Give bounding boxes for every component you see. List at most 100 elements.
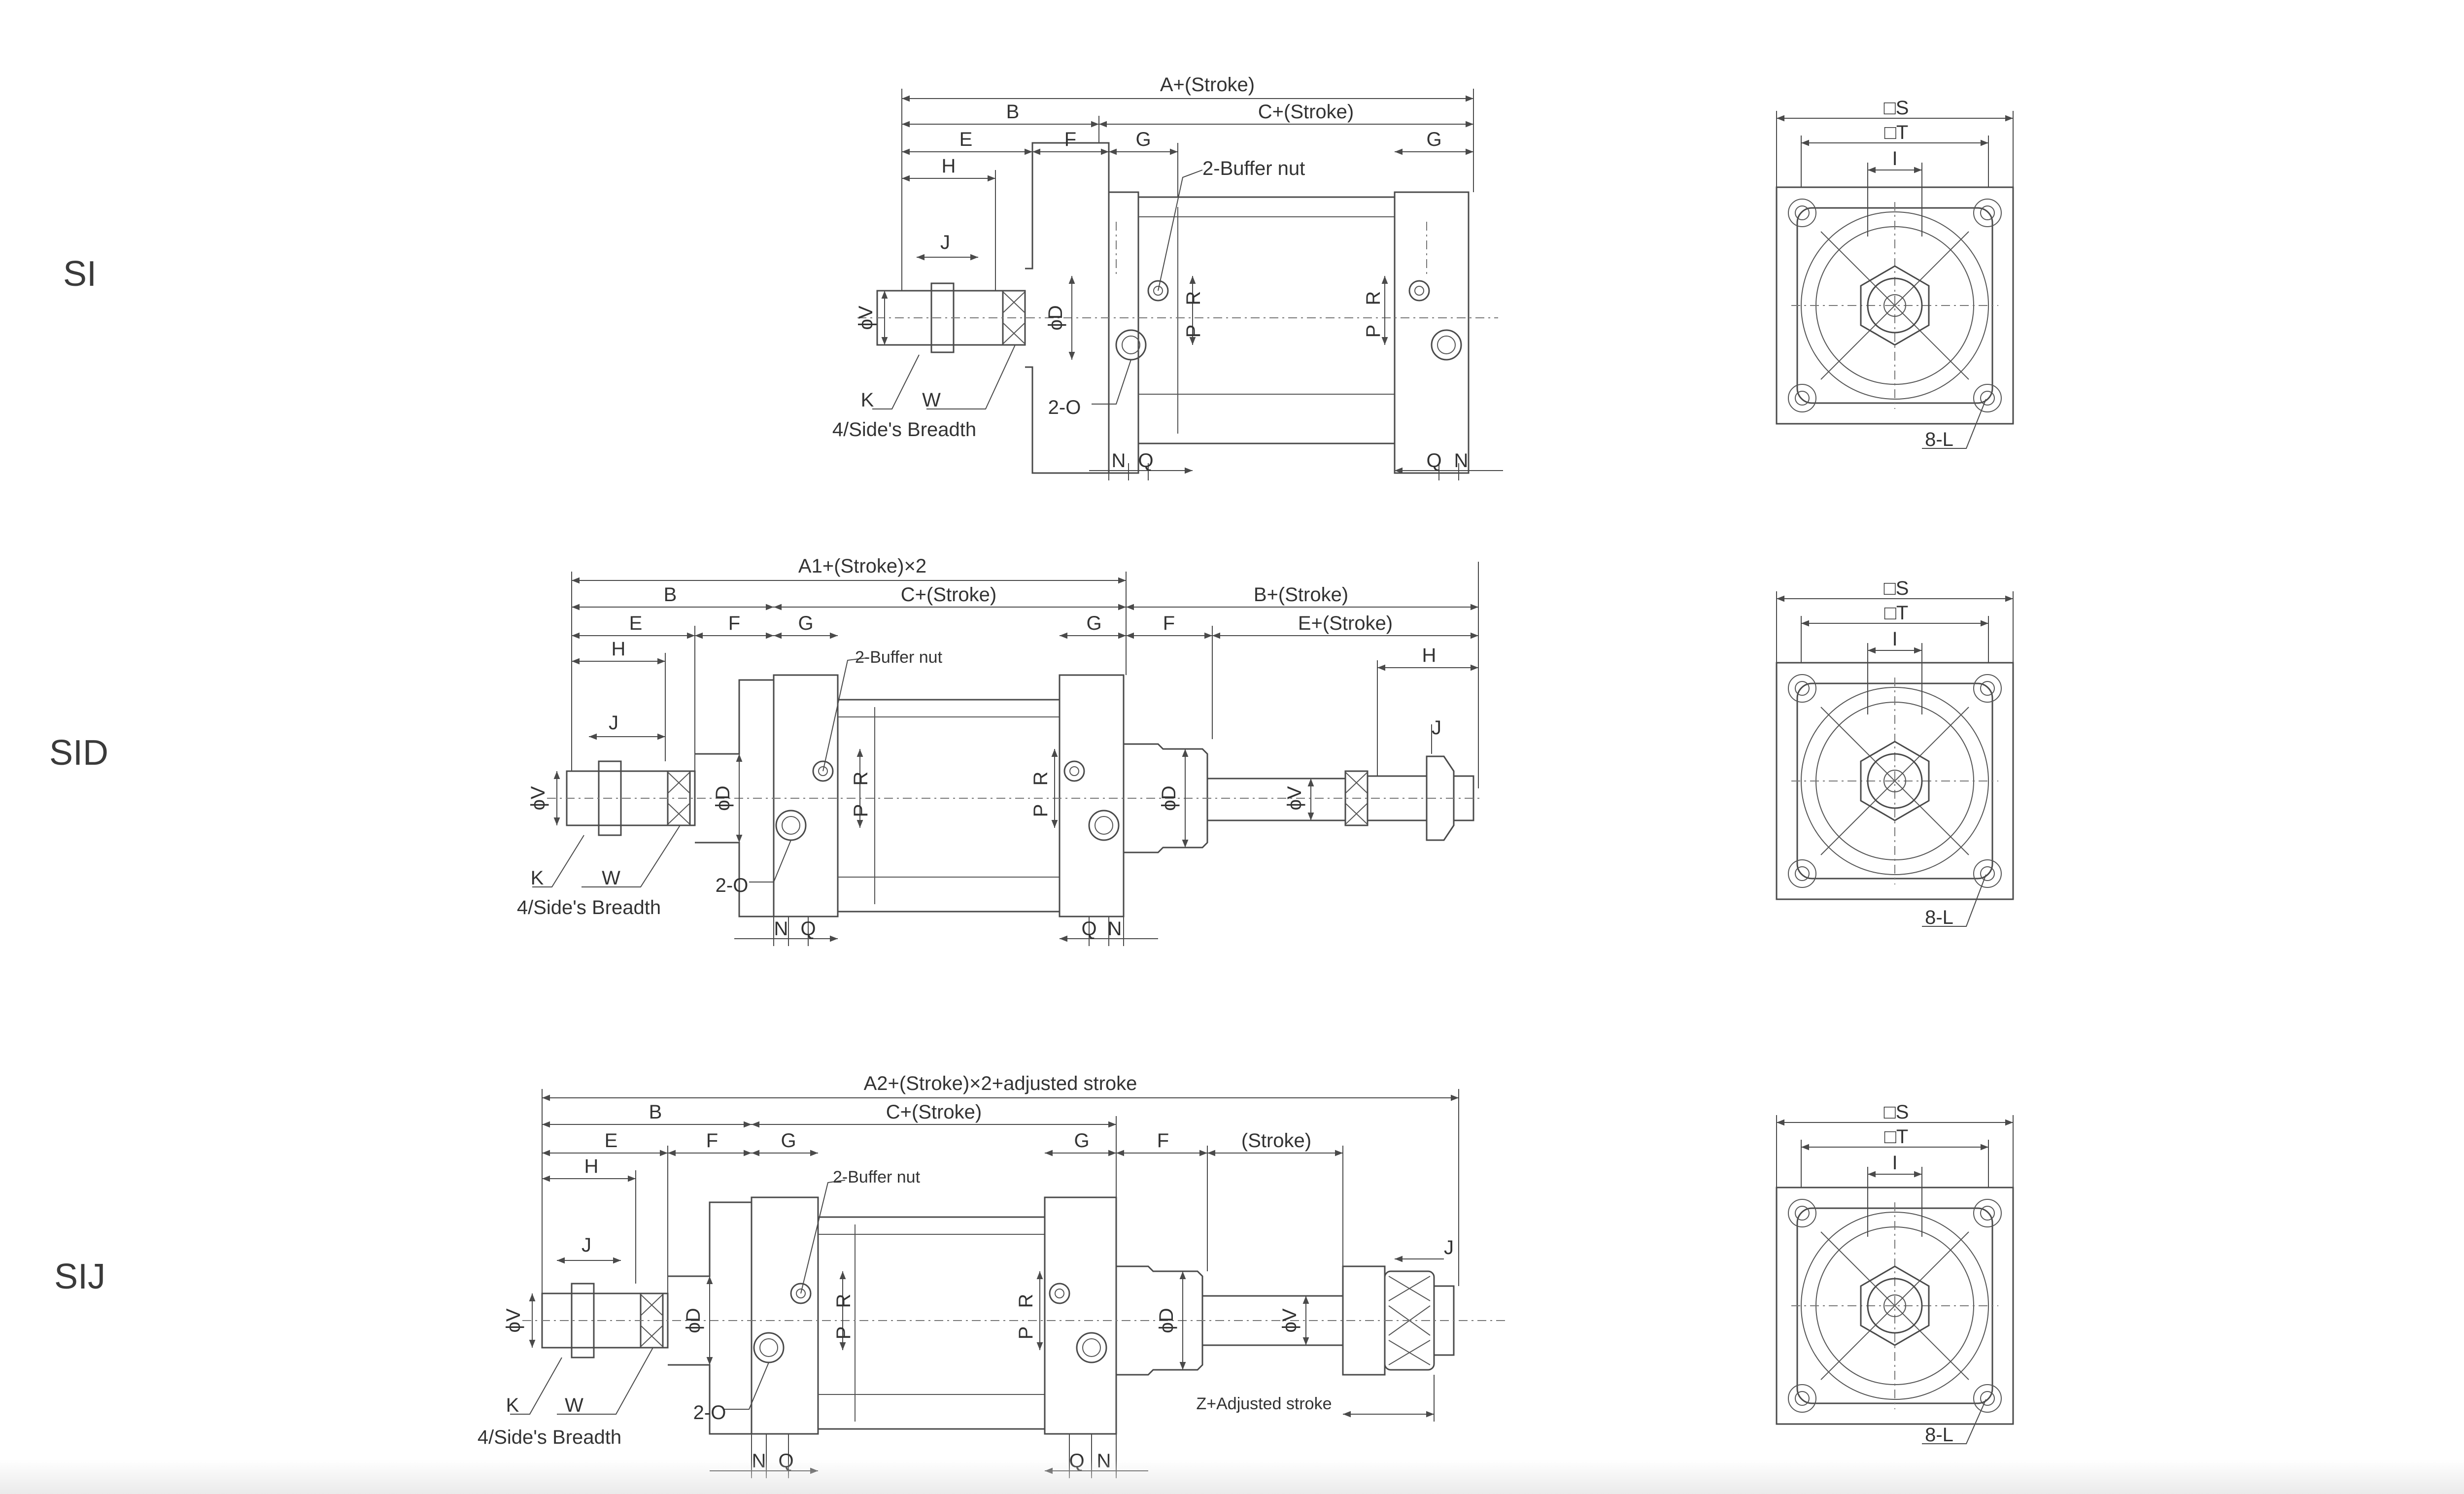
dim-stroke: (Stroke) bbox=[1241, 1130, 1311, 1152]
dim-f2: F bbox=[1157, 1130, 1169, 1152]
dim-k: K bbox=[506, 1394, 519, 1416]
dim-e: E bbox=[629, 612, 643, 634]
dim-a: A+(Stroke) bbox=[1160, 74, 1255, 96]
end-i-label: I bbox=[1892, 628, 1897, 650]
dim-j: J bbox=[609, 712, 618, 734]
port-label: 2-O bbox=[716, 875, 749, 896]
end-s-label: □S bbox=[1884, 97, 1909, 119]
dim-w: W bbox=[602, 867, 620, 889]
dim-z: Z+Adjusted stroke bbox=[1197, 1394, 1332, 1413]
dim-e: E bbox=[605, 1130, 618, 1152]
dim-j: J bbox=[582, 1234, 591, 1256]
dim-n1: N bbox=[1112, 450, 1126, 472]
dim-r2: R bbox=[1015, 1294, 1037, 1308]
dim-r2: R bbox=[1030, 772, 1052, 786]
dim-g2: G bbox=[1426, 129, 1441, 150]
port-label: 2-O bbox=[693, 1402, 726, 1424]
dim-k: K bbox=[861, 389, 874, 411]
dim-j2: J bbox=[1444, 1237, 1454, 1258]
dim-j: J bbox=[940, 232, 950, 253]
end-view-si bbox=[1776, 186, 2014, 425]
dim-q1: Q bbox=[1138, 450, 1153, 472]
dim-p2: P bbox=[1363, 325, 1384, 338]
dim-c: C+(Stroke) bbox=[1258, 101, 1354, 123]
dim-n2: N bbox=[1454, 450, 1469, 472]
end-l-label: 8-L bbox=[1925, 1424, 1953, 1446]
dim-g1: G bbox=[1135, 129, 1151, 150]
end-s-label: □S bbox=[1884, 1101, 1909, 1123]
dim-g2: G bbox=[1086, 612, 1101, 634]
dim-f: F bbox=[706, 1130, 718, 1152]
bottom-shade bbox=[0, 1460, 2464, 1494]
labels-si: A+(Stroke) B C+(Stroke) E F G G H 2-Buff… bbox=[832, 74, 1469, 472]
dim-v2: ϕV bbox=[1279, 1308, 1300, 1332]
dim-g2: G bbox=[1074, 1130, 1089, 1152]
dim-b: B bbox=[664, 584, 677, 606]
dim-w: W bbox=[565, 1394, 583, 1416]
side-view-si bbox=[857, 89, 1503, 480]
dim-c: C+(Stroke) bbox=[901, 584, 997, 606]
dim-p2: P bbox=[1030, 804, 1052, 817]
dim-f: F bbox=[1064, 129, 1076, 150]
dim-p1: P bbox=[1183, 325, 1204, 338]
dim-v: ϕV bbox=[527, 786, 549, 810]
buffer-nut-label: 2-Buffer nut bbox=[833, 1168, 921, 1187]
end-l-label: 8-L bbox=[1925, 907, 1953, 928]
dim-n1: N bbox=[774, 918, 788, 940]
labels-sid: A1+(Stroke)×2 B C+(Stroke) B+(Stroke) E … bbox=[517, 555, 1441, 940]
dim-a: A1+(Stroke)×2 bbox=[798, 555, 926, 577]
dim-c: C+(Stroke) bbox=[886, 1101, 982, 1123]
end-t-label: □T bbox=[1884, 122, 1909, 143]
row-label-sij: SIJ bbox=[54, 1257, 106, 1296]
dim-b2: B+(Stroke) bbox=[1254, 584, 1348, 606]
end-view-sij bbox=[1776, 1187, 2014, 1425]
port-label: 2-O bbox=[1048, 397, 1081, 418]
dim-r2: R bbox=[1363, 291, 1384, 306]
dim-v: ϕV bbox=[503, 1308, 524, 1332]
end-t-label: □T bbox=[1884, 602, 1909, 624]
side-view-sij bbox=[510, 1089, 1508, 1478]
dim-r1: R bbox=[833, 1294, 855, 1308]
end-view-sid bbox=[1776, 662, 2014, 900]
dim-e2: E+(Stroke) bbox=[1298, 612, 1393, 634]
side-view-sid bbox=[532, 562, 1483, 946]
breadth-label: 4/Side's Breadth bbox=[832, 419, 976, 441]
dim-q2: Q bbox=[1426, 450, 1441, 472]
row-label-si: SI bbox=[63, 254, 97, 294]
dim-p1: P bbox=[850, 804, 872, 817]
dim-k: K bbox=[531, 867, 544, 889]
dim-h: H bbox=[942, 155, 956, 177]
dim-f: F bbox=[728, 612, 740, 634]
dim-p2: P bbox=[1015, 1326, 1037, 1340]
dim-g1: G bbox=[798, 612, 813, 634]
breadth-label: 4/Side's Breadth bbox=[478, 1426, 621, 1448]
dim-d: ϕD bbox=[712, 785, 734, 811]
dim-e: E bbox=[959, 129, 973, 150]
dim-h: H bbox=[584, 1155, 599, 1177]
breadth-label: 4/Side's Breadth bbox=[517, 897, 661, 918]
dim-q1: Q bbox=[800, 918, 816, 940]
dim-b: B bbox=[649, 1101, 662, 1123]
dim-v: ϕV bbox=[855, 306, 877, 330]
labels-sij: A2+(Stroke)×2+adjusted stroke B C+(Strok… bbox=[478, 1073, 1454, 1472]
buffer-nut-label: 2-Buffer nut bbox=[1202, 158, 1305, 179]
dim-p1: P bbox=[833, 1326, 855, 1340]
row-label-sid: SID bbox=[49, 733, 109, 773]
dim-v2: ϕV bbox=[1284, 786, 1305, 810]
end-i-label: I bbox=[1892, 1152, 1897, 1174]
dim-d2: ϕD bbox=[1158, 785, 1180, 811]
dim-j2: J bbox=[1432, 717, 1441, 739]
buffer-nut-label: 2-Buffer nut bbox=[855, 648, 943, 667]
dim-q2: Q bbox=[1081, 918, 1096, 940]
dim-r1: R bbox=[1183, 291, 1204, 306]
dim-h2: H bbox=[1422, 645, 1437, 666]
dim-d: ϕD bbox=[683, 1308, 704, 1333]
end-s-label: □S bbox=[1884, 577, 1909, 599]
dim-h: H bbox=[612, 638, 626, 660]
dim-a: A2+(Stroke)×2+adjusted stroke bbox=[864, 1073, 1137, 1094]
dim-n2: N bbox=[1108, 918, 1122, 940]
end-t-label: □T bbox=[1884, 1126, 1909, 1148]
dim-b: B bbox=[1006, 101, 1020, 123]
dim-r1: R bbox=[850, 772, 872, 786]
